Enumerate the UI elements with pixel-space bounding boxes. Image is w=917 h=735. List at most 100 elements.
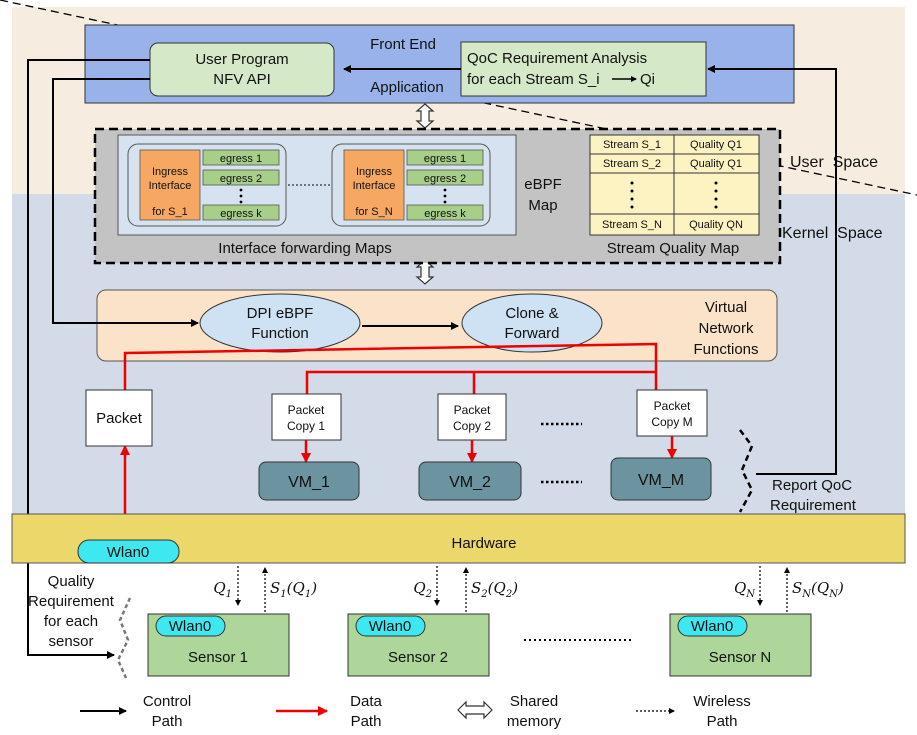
vm-1-label: VM_1 <box>288 474 330 491</box>
egress-right-dot <box>443 200 447 204</box>
ingress-right-l1: Ingress <box>356 166 393 178</box>
sensor-n-label: Sensor N <box>709 649 772 666</box>
vm-2-label: VM_2 <box>449 474 491 491</box>
sensor-n-wlan0-label: Wlan0 <box>691 618 734 635</box>
user-program-box <box>149 42 335 97</box>
egress-left-2 <box>202 169 280 186</box>
legend-shared-l2: memory <box>507 713 562 730</box>
user-space-label: User Space <box>790 154 878 171</box>
egress-right-2-label: egress 2 <box>424 173 466 185</box>
stream-table-r2-c2: Quality Q1 <box>690 158 742 170</box>
stream-table-rn-c2: Quality QN <box>689 219 743 231</box>
front-end-title: Front End <box>370 36 436 53</box>
packet-copy-2-l2: Copy 2 <box>453 419 491 433</box>
vm-2 <box>418 461 522 501</box>
dpi-label-l1: DPI eBPF <box>247 305 314 322</box>
vm-m-label: VM_M <box>638 472 684 489</box>
ingress-left-l3: for S_1 <box>152 206 187 218</box>
legend-shared-l1: Shared <box>510 693 558 710</box>
packet-copy-1-l2: Copy 1 <box>287 419 325 433</box>
data-path-lines <box>123 342 658 394</box>
sensor-2-wlan0-badge <box>355 615 426 637</box>
wireless-s2: S2(Q2) <box>471 579 518 600</box>
egress-left-dot <box>239 194 243 198</box>
quality-req-bracket <box>116 597 132 679</box>
hardware-wlan0-badge <box>77 539 180 564</box>
stream-table-r2-c1: Stream S_2 <box>603 158 661 170</box>
vm-m <box>610 457 712 501</box>
ebpf-map-label-l1: eBPF <box>524 176 562 193</box>
legend-shared-arrow <box>457 700 493 720</box>
dpi-ebpf-function <box>199 293 361 353</box>
stream-table-r1-c1: Stream S_1 <box>603 139 661 151</box>
quality-req-l1: Quality <box>48 573 95 590</box>
dpi-label-l2: Function <box>251 325 309 342</box>
egress-left-dot <box>239 188 243 192</box>
egress-right-1 <box>406 149 484 166</box>
packet-copy-m-l2: Copy M <box>651 415 692 429</box>
egress-left-1 <box>202 149 280 166</box>
clone-forward-function <box>461 293 603 353</box>
legend-control-l1: Control <box>143 693 191 710</box>
user-program-line1: User Program <box>195 51 288 68</box>
stream-table-ellipsis <box>630 181 718 209</box>
wireless-s1: S1(Q1) <box>270 579 317 600</box>
egress-right-2 <box>406 169 484 186</box>
clone-label-l1: Clone & <box>505 305 558 322</box>
quality-req-l3: for each <box>44 613 98 630</box>
packet-copy-1-box <box>271 393 342 441</box>
legend: Control Path Data Path Shared memory Wir… <box>80 693 751 730</box>
vnf-label-l3: Functions <box>693 341 758 358</box>
ingress-left-box <box>139 149 201 221</box>
quality-req-l2: Requirement <box>28 593 115 610</box>
ingress-right-l3: for S_N <box>355 206 392 218</box>
ingress-right-l2: Interface <box>353 180 396 192</box>
egress-left-dot <box>239 200 243 204</box>
egress-right-k <box>406 204 484 221</box>
interface-maps-caption: Interface forwarding Maps <box>218 240 391 257</box>
user-program-line2: NFV API <box>213 71 271 88</box>
legend-wireless-l2: Path <box>707 713 738 730</box>
control-path-lines <box>27 59 837 656</box>
egress-left-2-label: egress 2 <box>220 173 262 185</box>
stream-table-r1-c2: Quality Q1 <box>690 139 742 151</box>
packet-copy-m-box <box>636 389 708 437</box>
egress-left-k <box>202 204 280 221</box>
stream-quality-table <box>589 134 760 236</box>
clone-label-l2: Forward <box>504 325 559 342</box>
qoc-analysis-line1: QoC Requirement Analysis <box>467 50 647 67</box>
packet-box <box>85 389 153 447</box>
ebpf-map-label-l2: Map <box>528 197 557 214</box>
wireless-q1: Q1 <box>213 579 232 600</box>
packet-copy-1-l1: Packet <box>288 403 325 417</box>
egress-right-k-label: egress k <box>424 208 466 220</box>
wireless-path-lines <box>235 566 790 612</box>
egress-right-dot <box>443 188 447 192</box>
report-qoc-l1: Report QoC <box>772 477 852 494</box>
hardware-label: Hardware <box>451 535 516 552</box>
application-label: Application <box>370 79 443 96</box>
ingress-left-l2: Interface <box>149 180 192 192</box>
qoc-analysis-qi: Qi <box>640 71 655 88</box>
sensor-1-wlan0-label: Wlan0 <box>169 618 212 635</box>
sensor-2-label: Sensor 2 <box>388 649 448 666</box>
hardware-wlan0-label: Wlan0 <box>107 544 150 561</box>
sensor-n-wlan0-badge <box>677 615 748 637</box>
report-qoc-l2: Requirement <box>770 497 857 514</box>
quality-req-l4: sensor <box>48 633 93 650</box>
kernel-space-label: Kernel Space <box>782 225 883 242</box>
qoc-analysis-line2: for each Stream S_i <box>467 71 600 88</box>
shared-memory-arrow-mid <box>415 259 435 285</box>
sensor-1-wlan0-badge <box>155 615 226 637</box>
ingress-right-box <box>343 149 405 221</box>
wireless-q2: Q2 <box>413 579 432 600</box>
vnf-label-l1: Virtual <box>705 299 747 316</box>
egress-left-1-label: egress 1 <box>220 153 262 165</box>
legend-data-l2: Path <box>351 713 382 730</box>
egress-right-1-label: egress 1 <box>424 153 466 165</box>
wireless-qn: QN <box>734 579 756 600</box>
stream-quality-caption: Stream Quality Map <box>607 240 740 257</box>
packet-copy-m-l1: Packet <box>654 399 691 413</box>
wireless-sn: SN(QN) <box>792 579 844 600</box>
